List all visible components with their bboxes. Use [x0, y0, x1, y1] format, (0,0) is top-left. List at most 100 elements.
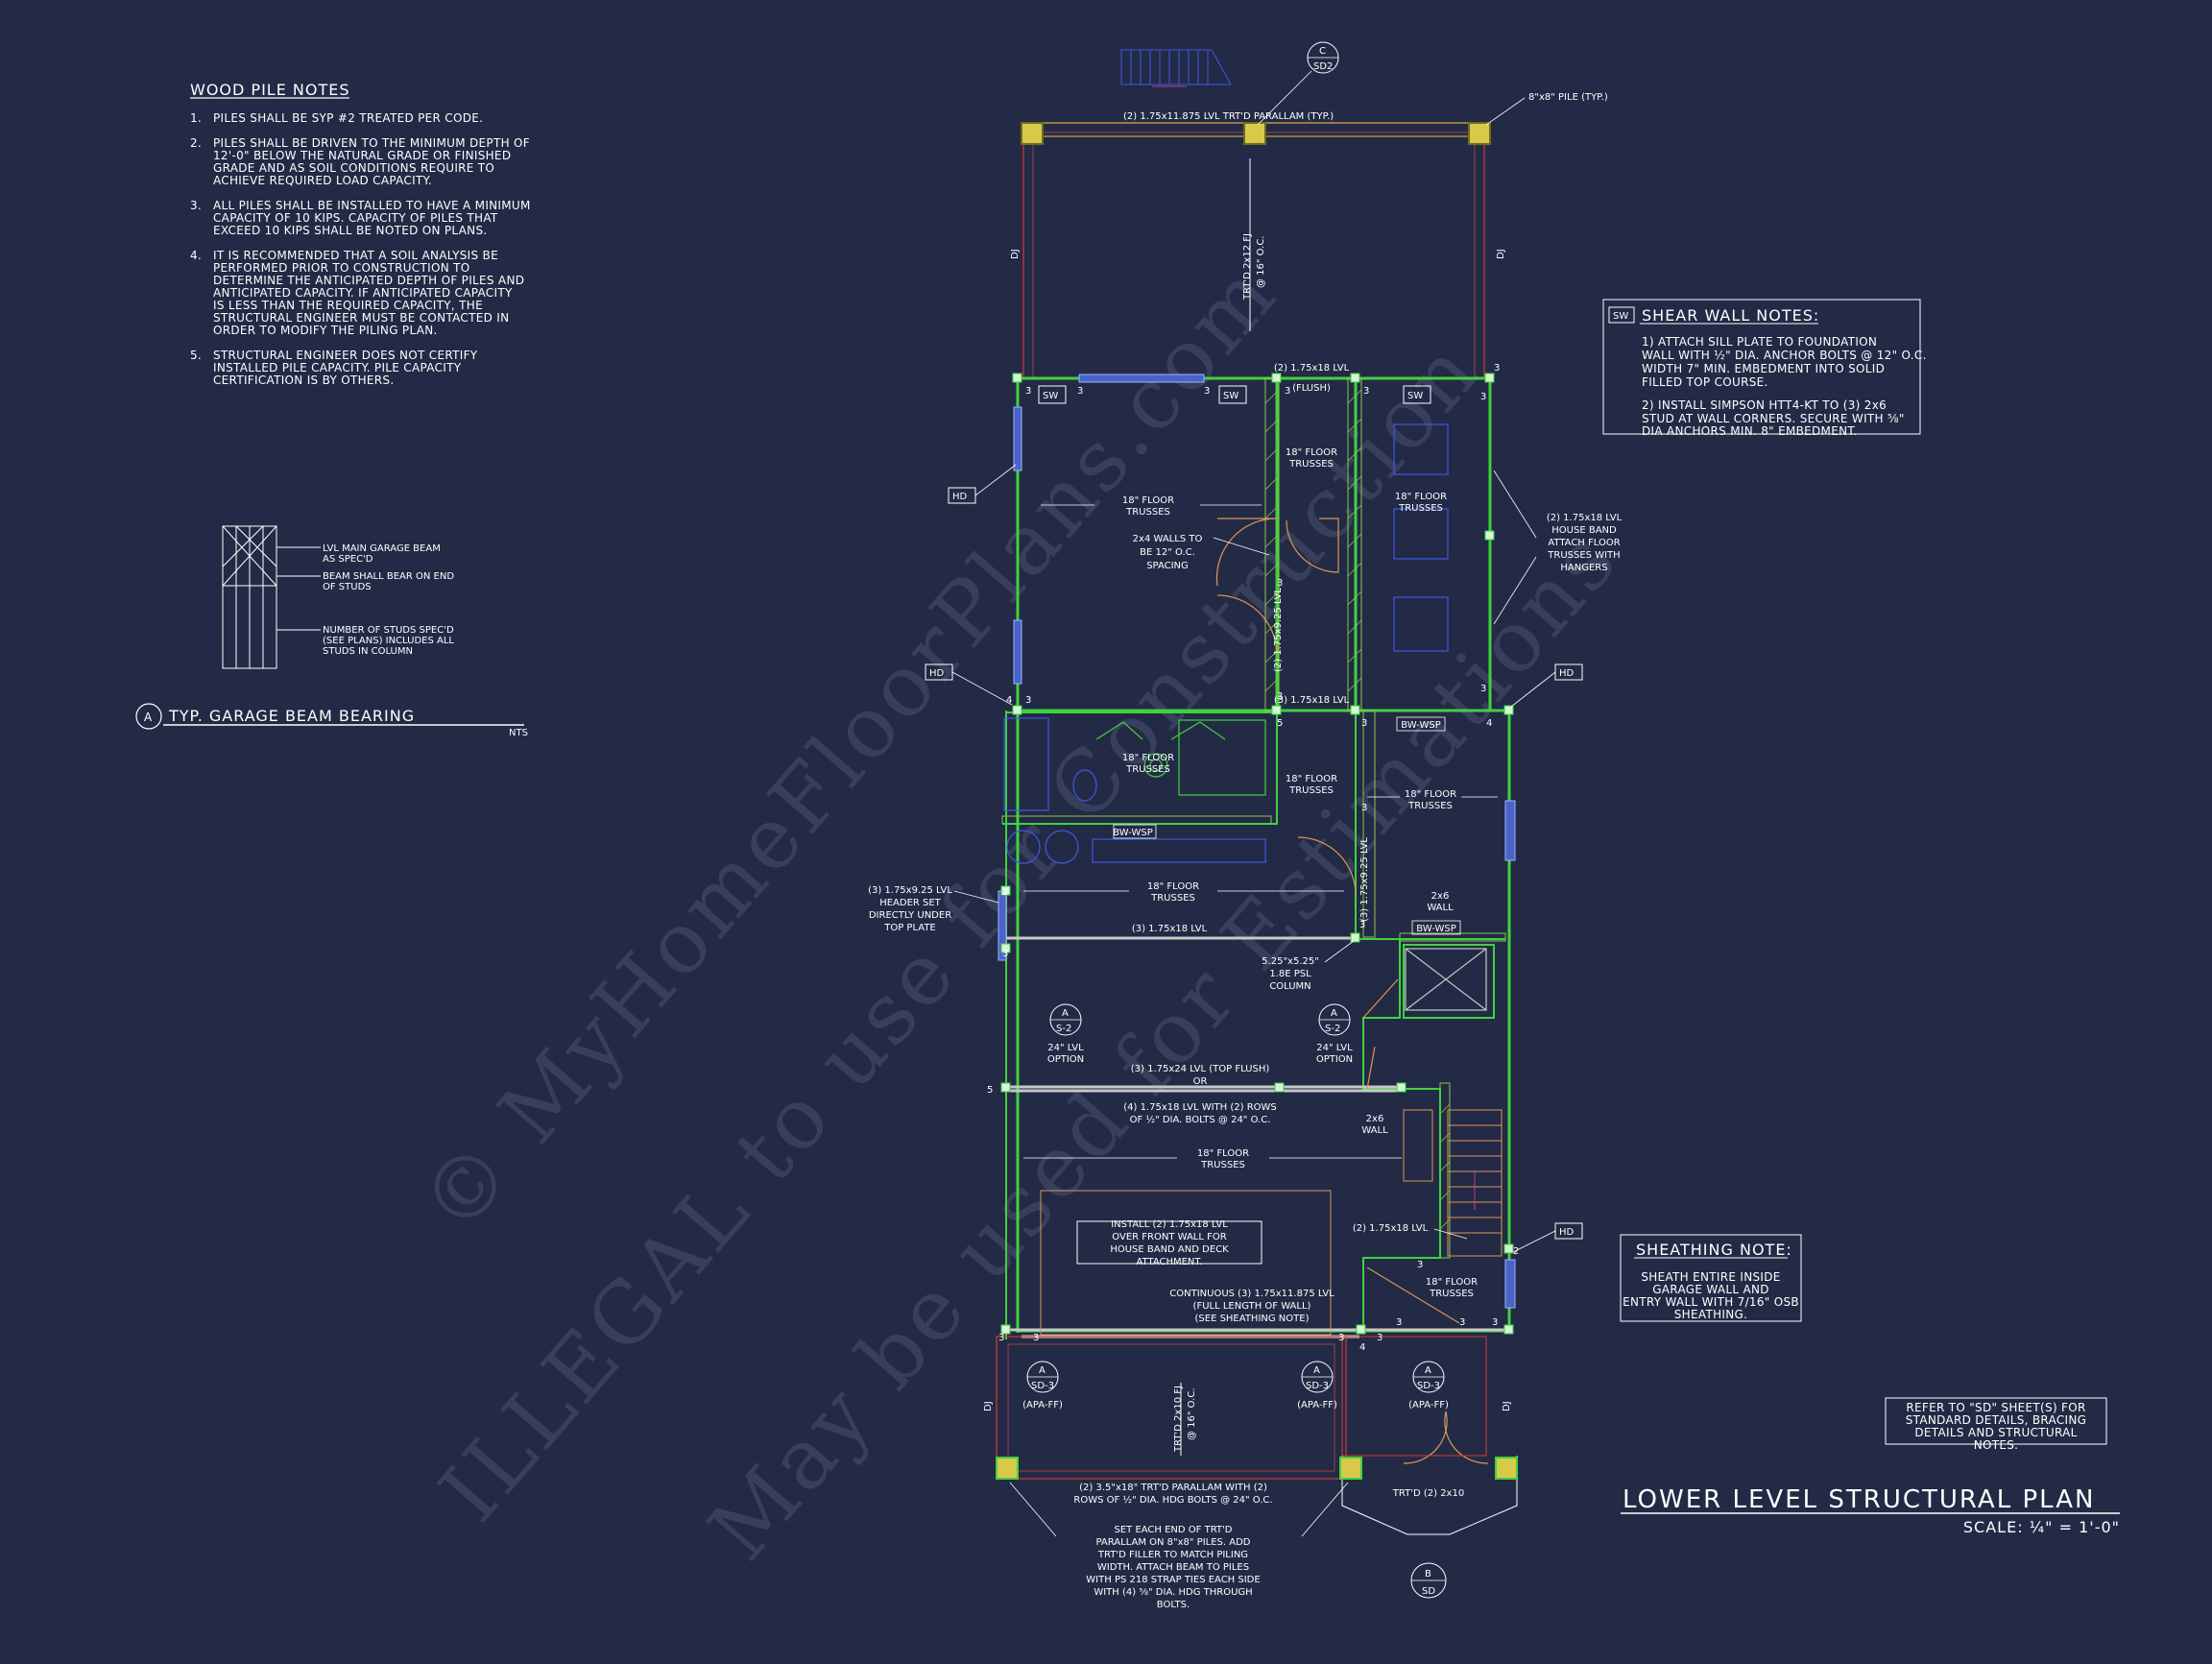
label-install-2: OVER FRONT WALL FOR [1112, 1232, 1226, 1242]
label-psl-1: 5.25"x5.25" [1262, 956, 1319, 967]
stud-num-28: 3 [1396, 1317, 1402, 1328]
label-trusses-d-1: 18" FLOOR [1122, 753, 1174, 763]
label-dj-top-left: DJ [1010, 249, 1021, 259]
hd-tag-2: HD [929, 668, 945, 679]
section-a2-letter: A [1331, 1008, 1337, 1019]
note-2-line-2: 12'-0" BELOW THE NATURAL GRADE OR FINISH… [213, 149, 511, 162]
stud-num-12: 5 [1277, 718, 1283, 729]
label-3x-lvl-2: (3) 1.75x18 LVL [1132, 924, 1208, 934]
label-install-1: INSTALL (2) 1.75x18 LVL [1111, 1219, 1228, 1230]
note-4-line-5: IS LESS THAN THE REQUIRED CAPACITY, THE [213, 299, 483, 312]
label-house-band-1: (2) 1.75x18 LVL [1547, 513, 1623, 523]
section-sd3-1-letter: A [1039, 1365, 1046, 1376]
label-2x6-wall-a-1: 2x6 [1431, 891, 1450, 902]
label-lvl-option-2b: OPTION [1316, 1054, 1353, 1065]
label-parallam-bottom-1: (2) 3.5"x18" TRT'D PARALLAM WITH (2) [1079, 1483, 1267, 1493]
label-dj-bottom-left: DJ [983, 1401, 994, 1411]
sheathing-line-4: SHEATHING. [1674, 1308, 1747, 1321]
stud-num-23: 3 [998, 1333, 1004, 1343]
section-sd3-2-letter: A [1313, 1365, 1320, 1376]
note-4-line-4: ANTICIPATED CAPACITY. IF ANTICIPATED CAP… [213, 286, 513, 300]
stud-num-10: 3 [1277, 578, 1283, 589]
label-trusses-i-2: TRUSSES [1429, 1289, 1474, 1299]
stud-num-16: 3 [1361, 803, 1367, 813]
watermark-line-2: ILLEGAL to use for Construction [421, 321, 1499, 1540]
label-trusses-b-1: 18" FLOOR [1122, 495, 1174, 506]
section-sd3-1-sheet: SD-3 [1031, 1381, 1054, 1391]
beam-detail-sketch [222, 525, 321, 669]
note-4-line-3: DETERMINE THE ANTICIPATED DEPTH OF PILES… [213, 274, 524, 287]
label-lvl-bolts-2: OF ½" DIA. BOLTS @ 24" O.C. [1130, 1114, 1271, 1125]
shear-wall-tag: SW [1613, 311, 1628, 322]
section-c-letter: C [1319, 46, 1326, 57]
garage-beam-detail: LVL MAIN GARAGE BEAM AS SPEC'D BEAM SHAL… [135, 525, 528, 738]
shear-line-7: STUD AT WALL CORNERS. SECURE WITH ⅝" [1642, 412, 1905, 425]
floor-plan: 8"x8" PILE (TYP.) (2) 1.75x11.875 LVL TR… [868, 41, 1623, 1610]
note-4-line-7: ORDER TO MODIFY THE PILING PLAN. [213, 324, 438, 337]
sheathing-note: SHEATHING NOTE: SHEATH ENTIRE INSIDE GAR… [1620, 1234, 1802, 1322]
label-install-3: HOUSE BAND AND DECK [1110, 1244, 1229, 1255]
label-trusses-c-1: 18" FLOOR [1395, 492, 1447, 502]
label-continuous-1: CONTINUOUS (3) 1.75x11.875 LVL [1169, 1289, 1334, 1299]
label-trusses-d-2: TRUSSES [1125, 764, 1170, 775]
stud-num-11: 3 [1277, 691, 1283, 702]
label-lvl-24: (3) 1.75x24 LVL (TOP FLUSH) [1131, 1064, 1270, 1074]
stud-num-18: 3 [1002, 949, 1008, 959]
label-header-4: TOP PLATE [883, 923, 936, 933]
note-2-num: 2. [190, 136, 202, 150]
stud-num-5: 3 [1363, 386, 1369, 397]
label-apa-ff-3: (APA-FF) [1408, 1400, 1449, 1411]
label-2x6-wall-b-1: 2x6 [1366, 1114, 1384, 1124]
note-2-line-3: GRADE AND AS SOIL CONDITIONS REQUIRE TO [213, 161, 494, 175]
label-set-each-1: SET EACH END OF TRT'D [1115, 1525, 1233, 1535]
label-trusses-h-1: 18" FLOOR [1197, 1148, 1249, 1159]
label-dj-bottom-right: DJ [1502, 1401, 1512, 1411]
detail-tag-circle [135, 703, 162, 730]
stud-num-14: 4 [1486, 718, 1492, 729]
note-1-line-1: PILES SHALL BE SYP #2 TREATED PER CODE. [213, 111, 483, 125]
refer-line-3: DETAILS AND STRUCTURAL [1914, 1426, 2077, 1439]
stud-num-13: 3 [1361, 718, 1367, 729]
shear-line-2: WALL WITH ½" DIA. ANCHOR BOLTS @ 12" O.C… [1642, 349, 1927, 362]
label-2x-lvl: (2) 1.75x18 LVL [1353, 1223, 1429, 1234]
section-sd3-3-sheet: SD-3 [1417, 1381, 1440, 1391]
plan-scale: SCALE: ¼" = 1'-0" [1963, 1518, 2120, 1536]
refer-line-2: STANDARD DETAILS, BRACING [1906, 1413, 2087, 1427]
note-5-line-1: STRUCTURAL ENGINEER DOES NOT CERTIFY [213, 349, 478, 362]
interior-lines [1002, 711, 1505, 1339]
label-continuous-3: (SEE SHEATHING NOTE) [1195, 1314, 1310, 1324]
note-2-line-1: PILES SHALL BE DRIVEN TO THE MINIMUM DEP… [213, 136, 530, 150]
label-trusses-f-1: 18" FLOOR [1405, 789, 1456, 800]
label-lvl-flush-2: (FLUSH) [1292, 383, 1331, 394]
label-set-each-2: PARALLAM ON 8"x8" PILES. ADD [1095, 1537, 1250, 1548]
stud-num-27: 4 [1359, 1342, 1365, 1353]
right-stair [1447, 1109, 1503, 1257]
note-3-line-2: CAPACITY OF 10 KIPS. CAPACITY OF PILES T… [213, 211, 498, 225]
top-stair [1120, 49, 1232, 87]
note-4-line-6: STRUCTURAL ENGINEER MUST BE CONTACTED IN [213, 311, 509, 325]
label-trusses-f-2: TRUSSES [1407, 801, 1453, 811]
label-house-band-2: HOUSE BAND [1551, 525, 1617, 536]
section-a1-sheet: S-2 [1056, 1024, 1071, 1034]
stud-num-25: 3 [1338, 1333, 1344, 1343]
label-set-each-4: WIDTH. ATTACH BEAM TO PILES [1097, 1562, 1249, 1573]
label-deck-fj-top-1: TRT'D 2x12 FJ [1242, 233, 1253, 301]
note-4-num: 4. [190, 249, 202, 262]
label-lvl-bolts-1: (4) 1.75x18 LVL WITH (2) ROWS [1123, 1102, 1277, 1113]
garage-outlines [1040, 1109, 1433, 1336]
stud-num-15: 3 [1480, 684, 1486, 694]
beam-callout-3-line-1: NUMBER OF STUDS SPEC'D [323, 625, 454, 636]
label-lvl-option-2a: 24" LVL [1316, 1043, 1353, 1053]
label-lvl-v-2: (3) 1.75x9.25 LVL [1359, 837, 1370, 922]
stud-num-17: 2 [1002, 887, 1008, 898]
label-set-each-7: BOLTS. [1157, 1600, 1190, 1610]
note-3-num: 3. [190, 199, 202, 212]
label-pile-top: 8"x8" PILE (TYP.) [1528, 92, 1608, 103]
section-sd3-3-letter: A [1425, 1365, 1431, 1376]
stud-num-21: 3 [1417, 1260, 1423, 1270]
stud-num-19: 3 [1359, 920, 1365, 930]
label-house-band-3: ATTACH FLOOR [1548, 538, 1620, 548]
label-trusses-g-2: TRUSSES [1150, 893, 1195, 904]
